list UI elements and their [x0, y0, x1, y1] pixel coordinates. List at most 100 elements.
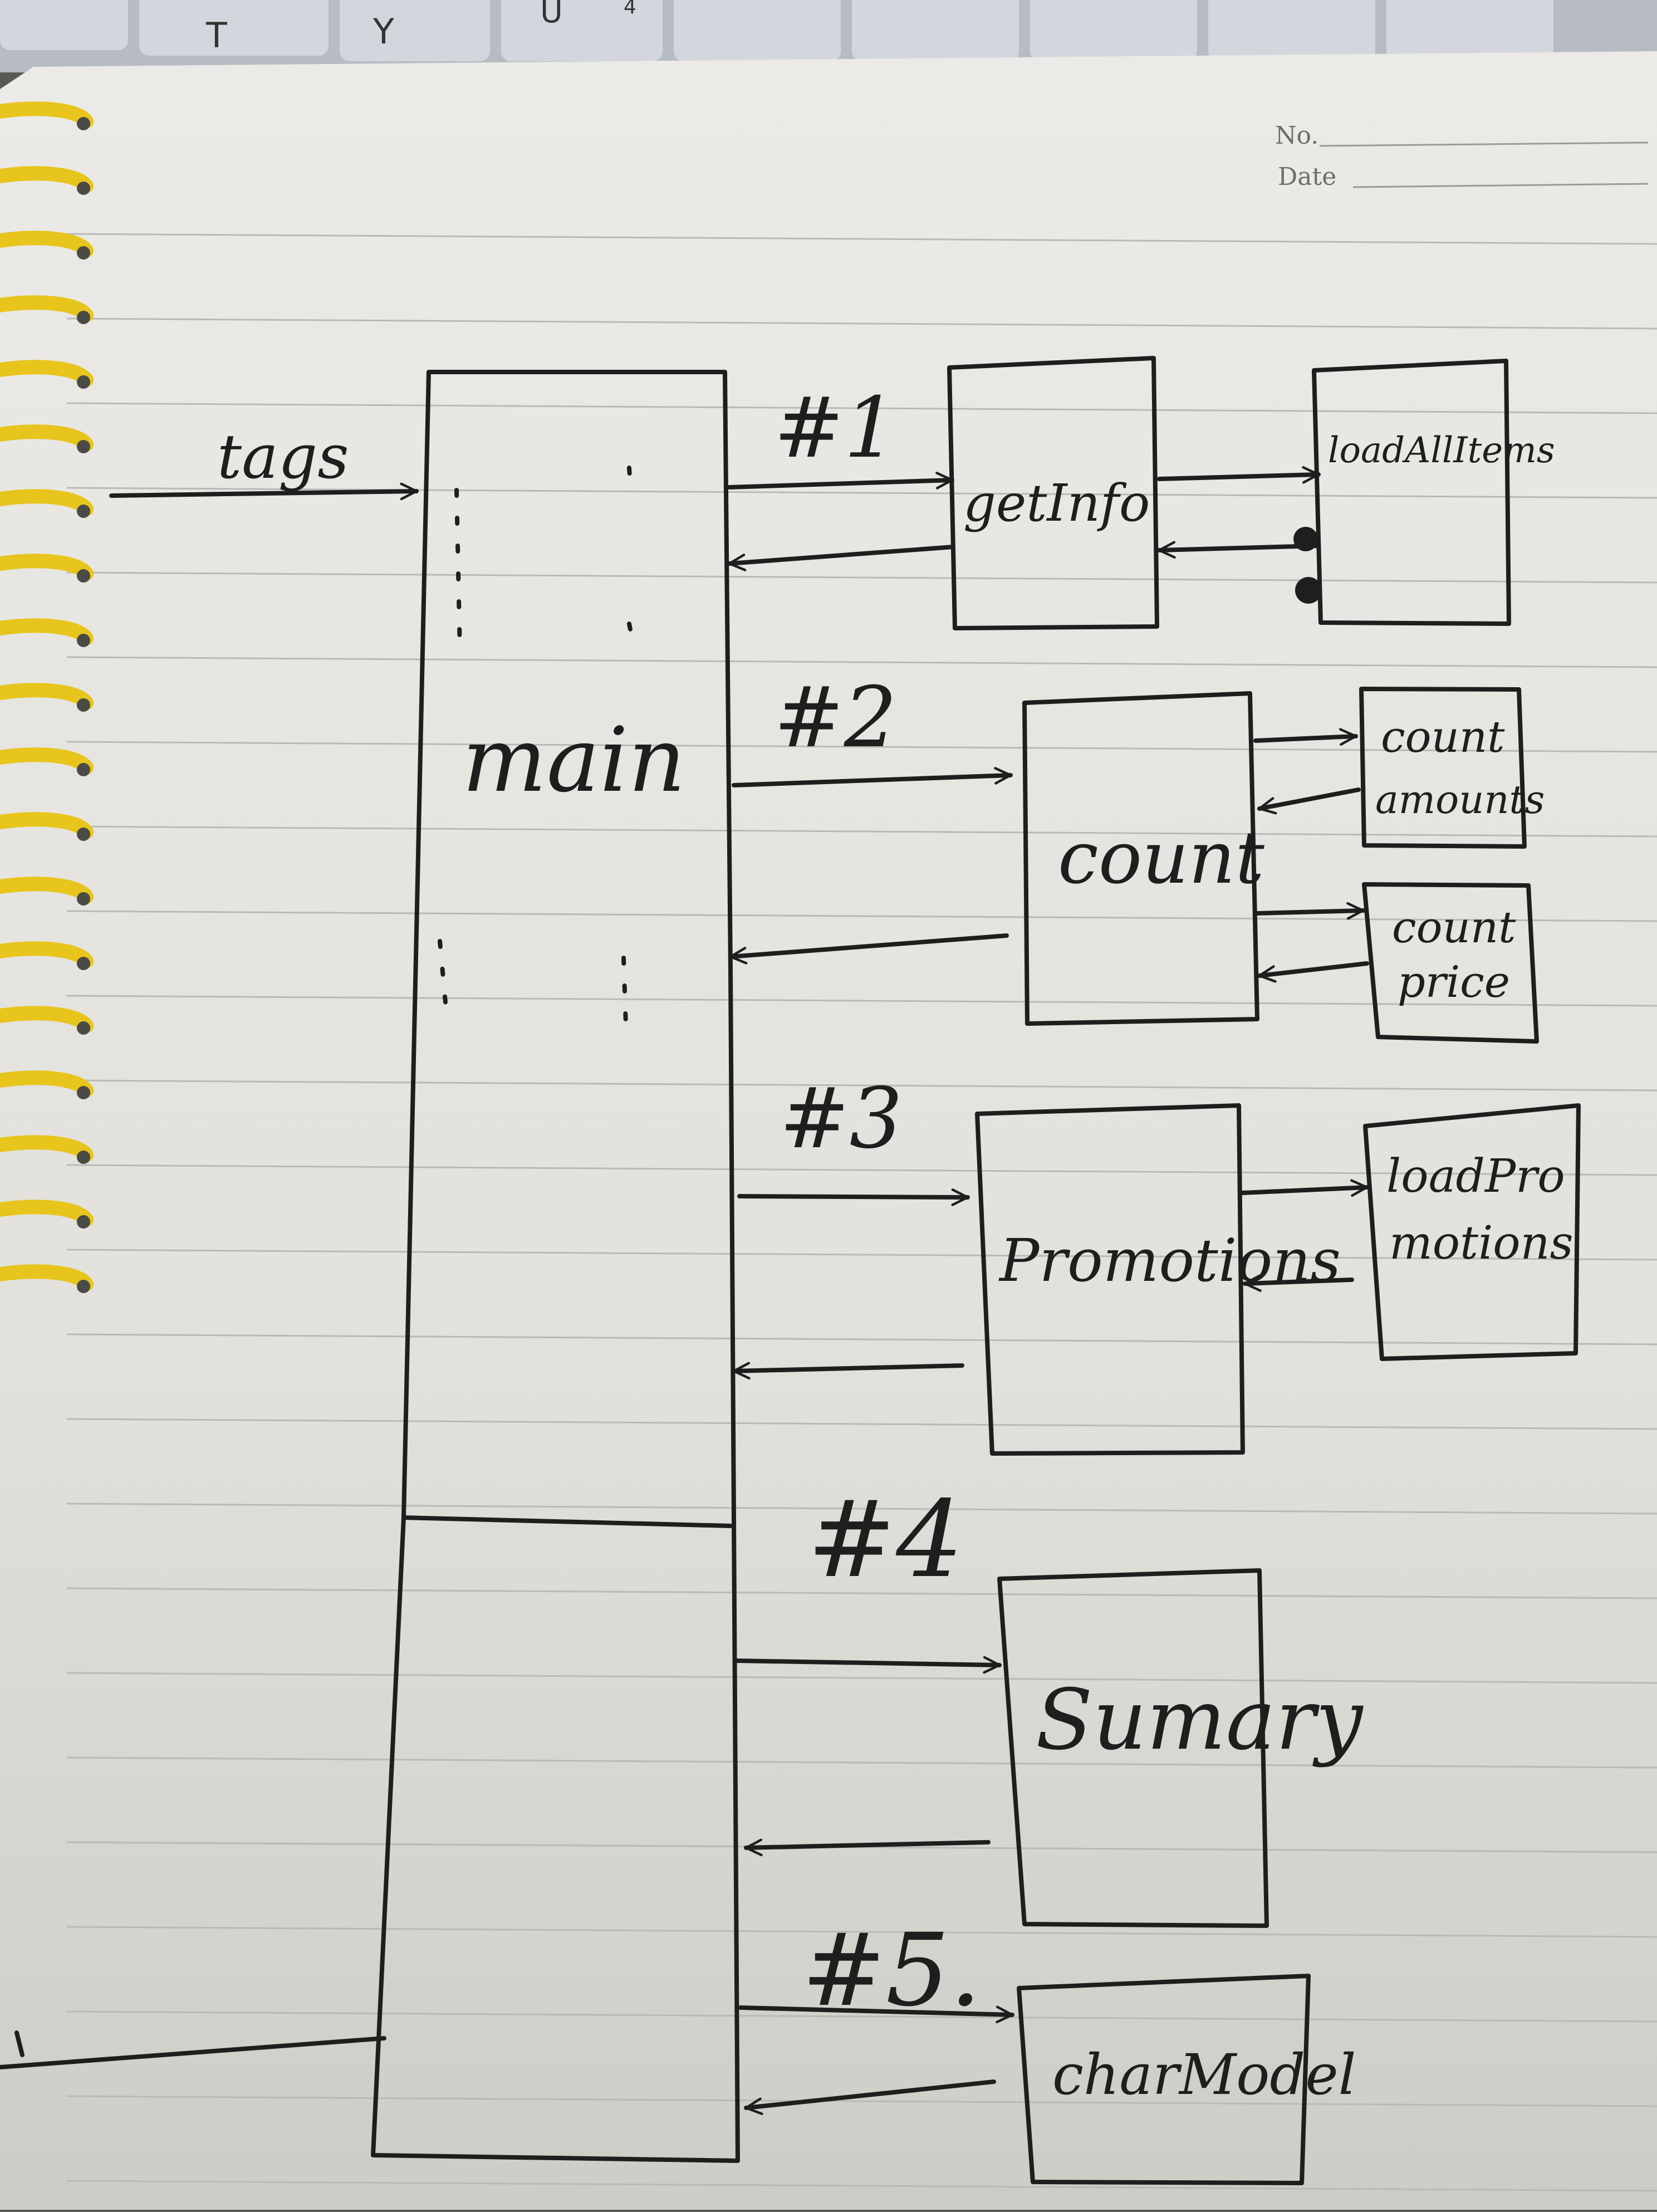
- keyboard-strip: T Y U 4: [0, 0, 1657, 72]
- step-label-2: #2: [774, 669, 897, 766]
- header-date-underline: [1352, 183, 1649, 188]
- arrow-main-to-charmodel: [738, 2005, 1014, 2015]
- ruled-line: [66, 910, 1657, 922]
- spiral-hole: [77, 828, 90, 841]
- arrow-getinfo-to-loadallitems: [1157, 474, 1321, 479]
- arrow-promotions-to-main: [732, 1366, 964, 1371]
- getinfo-box: [947, 356, 1159, 630]
- promotions-box: [975, 1103, 1245, 1456]
- ruled-line: [66, 1249, 1657, 1261]
- spiral-hole: [77, 1215, 90, 1229]
- ruled-line: [66, 1587, 1657, 1599]
- keyboard-key: [340, 0, 490, 61]
- spiral-hole: [77, 1021, 90, 1035]
- keyboard-key: [674, 0, 841, 61]
- arrow-promotions-to-loadpromotions: [1241, 1187, 1367, 1193]
- ruled-line: [66, 317, 1657, 330]
- arrow-charmodel-to-main: [746, 2079, 996, 2108]
- arrow-count-to-countprice: [1255, 911, 1365, 913]
- keyboard-key: [1030, 0, 1197, 61]
- count-box: [1022, 691, 1259, 1026]
- arrow-countprice-to-count: [1259, 961, 1369, 976]
- ruled-line: [66, 656, 1657, 668]
- countamounts-box: [1359, 687, 1527, 849]
- countamounts-label-line2: amounts: [1375, 777, 1545, 823]
- spiral-hole: [77, 634, 90, 647]
- keyboard-key: [1386, 0, 1553, 61]
- notebook-page: [0, 51, 1657, 2210]
- step-label-3: #3: [780, 1070, 903, 1167]
- main-box-divider: [401, 1515, 733, 1528]
- arrow-main-to-getinfo: [727, 480, 954, 490]
- spiral-binding: [0, 101, 94, 1293]
- input-label-tags: tags: [217, 421, 349, 492]
- ruled-line: [66, 1672, 1657, 1684]
- countprice-label-line1: count: [1392, 903, 1516, 953]
- promotions-label: Promotions: [998, 1226, 1341, 1295]
- main-label: main: [462, 708, 685, 812]
- countamounts-label-line1: count: [1381, 712, 1505, 762]
- spiral-hole: [77, 440, 90, 453]
- arrow-sumary-to-main: [744, 1842, 991, 1848]
- spiral-hole: [77, 1280, 90, 1293]
- arrow-main-to-count: [732, 775, 1011, 787]
- loadpromotions-label-line2: motions: [1389, 1217, 1573, 1270]
- ruled-lines: [66, 233, 1657, 2192]
- sumary-box: [997, 1568, 1269, 1928]
- external-line: [0, 2036, 386, 2069]
- ruled-line: [66, 1926, 1657, 1938]
- loadallitems-label: loadAllItems: [1328, 430, 1555, 471]
- external-line-tick: [14, 2030, 24, 2057]
- keyboard-key: [501, 0, 663, 61]
- arrow-countamounts-to-count: [1259, 787, 1361, 809]
- ruled-line: [66, 487, 1657, 499]
- ruled-line: [66, 1333, 1657, 1345]
- arrow-loadallitems-to-getinfo: [1157, 546, 1321, 550]
- spiral-hole: [77, 117, 90, 130]
- spiral-hole: [77, 957, 90, 970]
- countprice-label-line2: price: [1398, 957, 1510, 1007]
- ruled-line: [66, 1164, 1657, 1176]
- arrow-main-to-promotions: [737, 1196, 970, 1197]
- sumary-label: Sumary: [1036, 1672, 1364, 1769]
- spiral-hole: [77, 182, 90, 195]
- spiral-hole: [77, 246, 90, 260]
- spiral-hole: [77, 1086, 90, 1099]
- key-label-4: 4: [624, 0, 636, 18]
- spiral-hole: [77, 763, 90, 776]
- header-date-label: Date: [1278, 163, 1336, 191]
- ink-blot: [1293, 527, 1318, 551]
- ruled-line: [66, 1503, 1657, 1515]
- keyboard-key: [1208, 0, 1375, 61]
- charmodel-box: [1017, 1974, 1311, 2185]
- loadallitems-box: [1312, 359, 1511, 626]
- spiral-hole: [77, 1151, 90, 1164]
- key-label-u: U: [540, 0, 563, 30]
- count-label: count: [1058, 815, 1265, 900]
- ruled-line: [66, 2010, 1657, 2023]
- keyboard-key: [0, 0, 128, 50]
- ruled-line: [66, 825, 1657, 838]
- spiral-hole: [77, 311, 90, 324]
- spiral-hole: [77, 505, 90, 518]
- ruled-line: [66, 2095, 1657, 2107]
- ruled-line: [66, 1079, 1657, 1092]
- getinfo-label: getInfo: [963, 473, 1150, 533]
- ruled-line: [66, 995, 1657, 1007]
- spiral-hole: [77, 698, 90, 712]
- key-label-t: T: [205, 15, 228, 56]
- keyboard-key: [139, 0, 329, 56]
- ruled-line: [66, 402, 1657, 414]
- main-box-dots: [438, 466, 633, 1027]
- header-no-label: No.: [1275, 121, 1318, 150]
- ink-blot: [1295, 577, 1322, 604]
- ruled-line: [66, 2180, 1657, 2192]
- charmodel-label: charModel: [1052, 2042, 1356, 2107]
- arrow-loadpromotions-to-promotions: [1245, 1280, 1354, 1284]
- spiral-hole: [77, 569, 90, 583]
- step-label-1: #1: [774, 380, 897, 477]
- arrow-getinfo-to-main: [729, 545, 955, 564]
- ruled-line: [66, 571, 1657, 584]
